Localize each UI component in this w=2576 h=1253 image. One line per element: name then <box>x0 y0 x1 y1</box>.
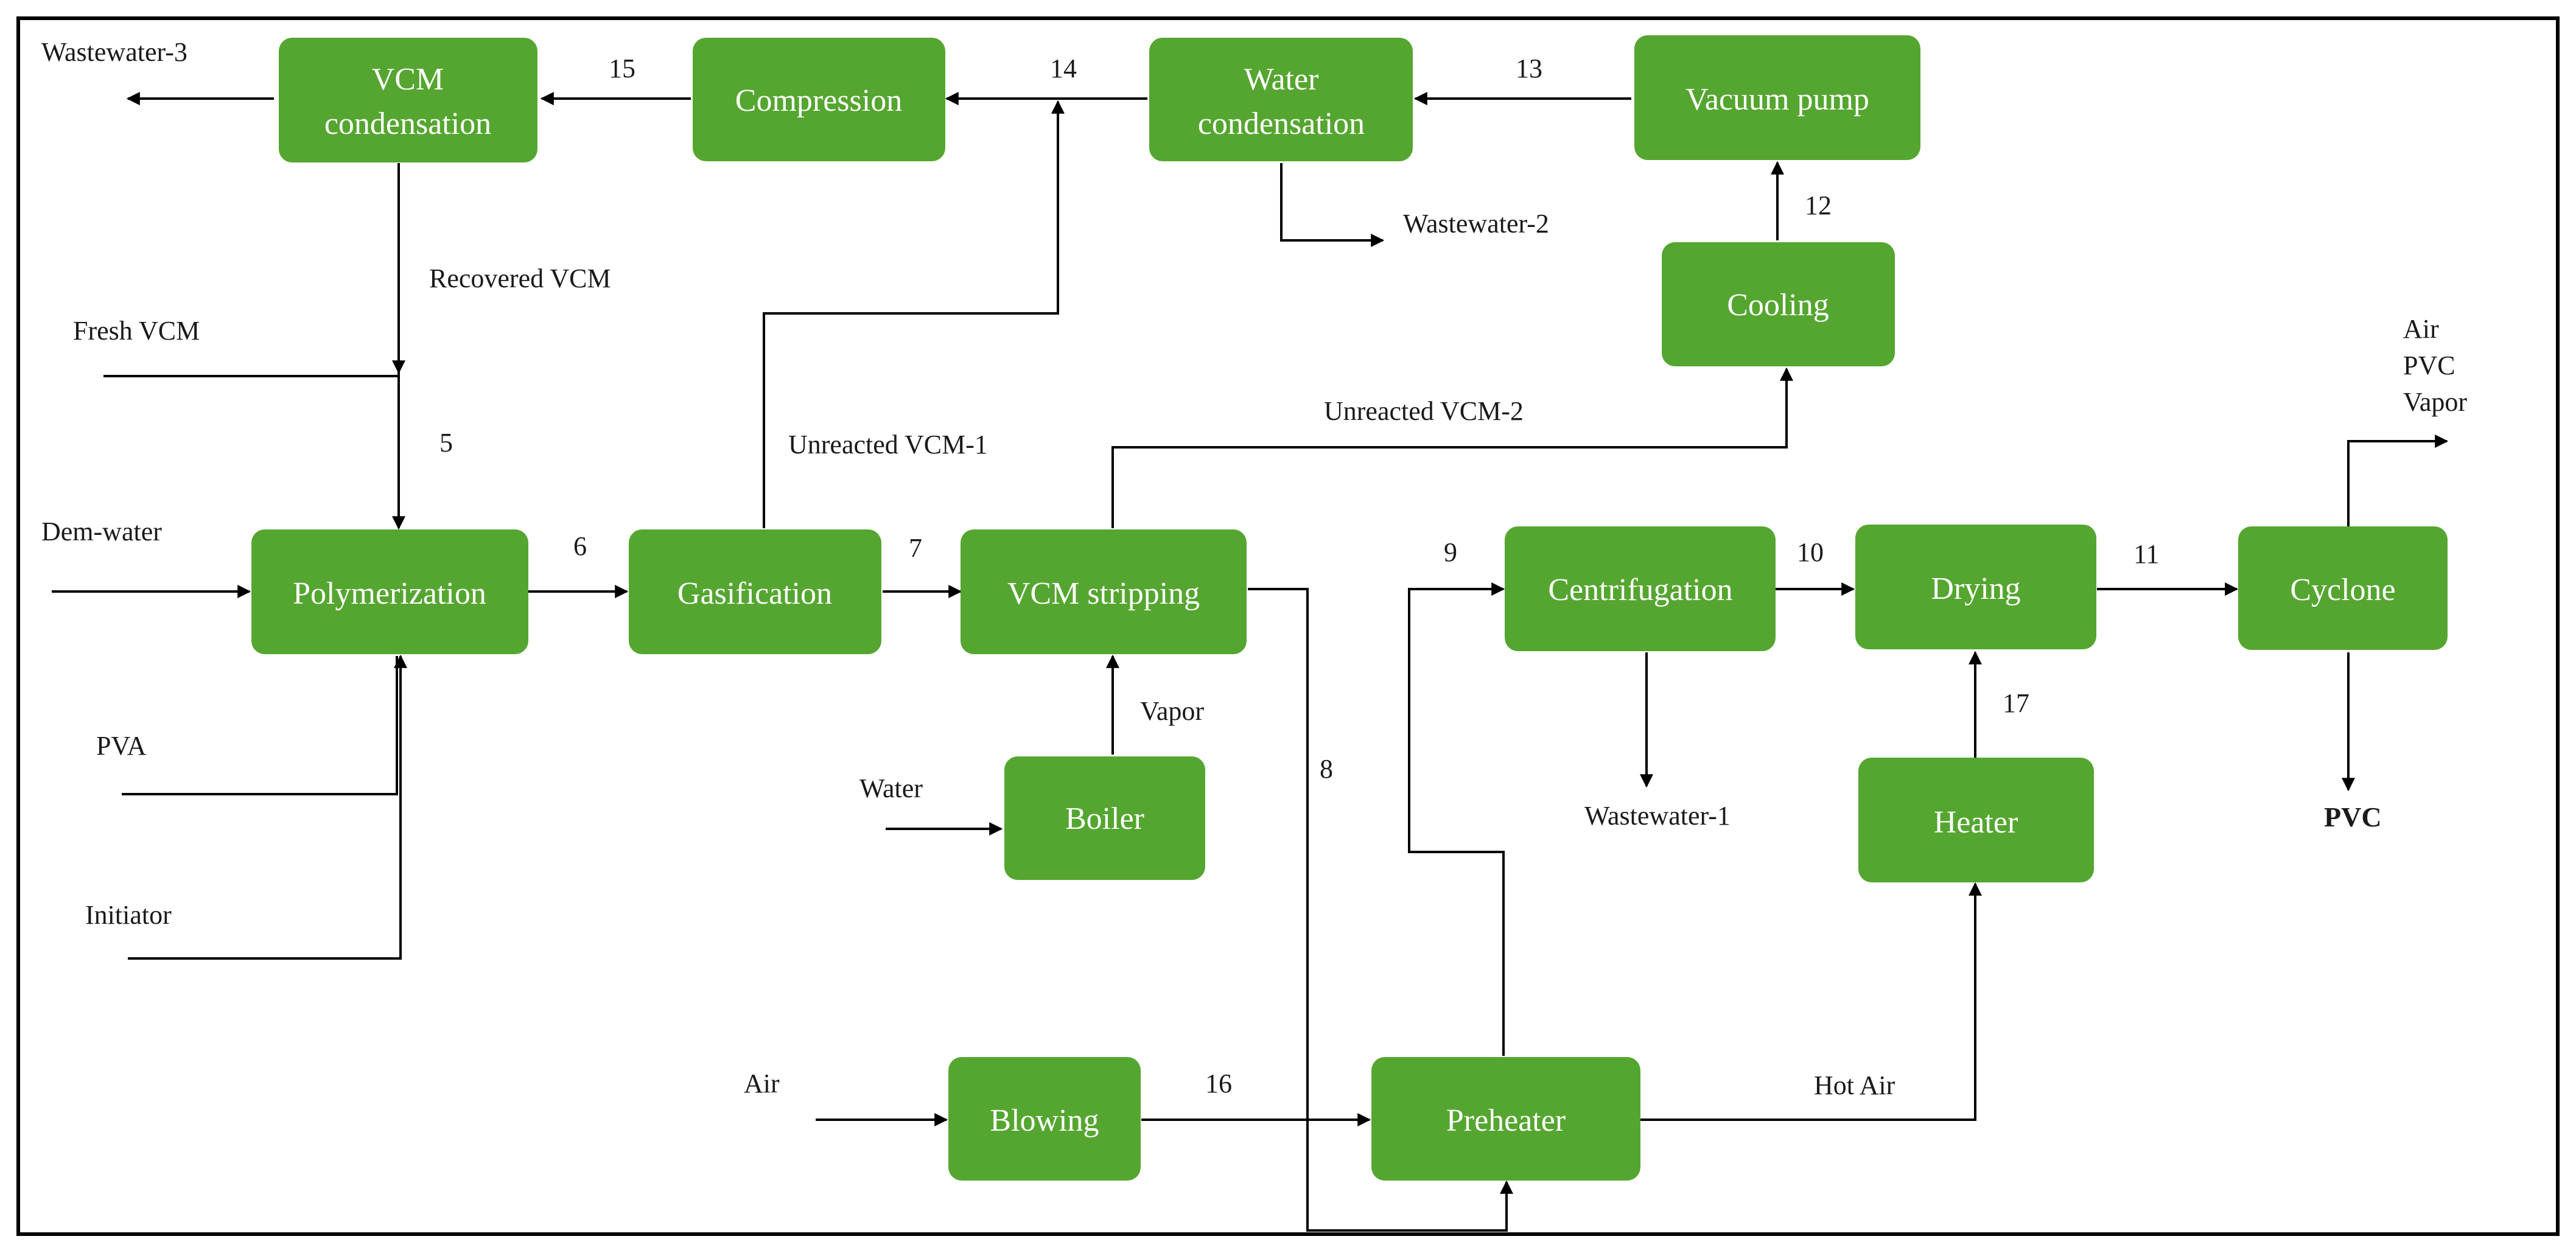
cyclone-gas-out-line <box>2347 435 2449 526</box>
unit-boiler: Boiler <box>1004 756 1205 880</box>
stream-number-17: 17 <box>2003 688 2029 718</box>
label-water: Water <box>859 773 923 803</box>
unit-label: Gasification <box>677 576 832 611</box>
connectors <box>52 92 2449 1232</box>
unit-label: Vacuum pump <box>1685 82 1869 117</box>
unit-heater: Heater <box>1858 758 2094 882</box>
stream-number-7: 7 <box>909 533 922 563</box>
unit-label: Polymerization <box>293 576 486 611</box>
stream-number-8: 8 <box>1320 754 1333 784</box>
pva-line <box>122 656 398 795</box>
stream-number-15: 15 <box>609 54 635 83</box>
unit-label: VCM stripping <box>1007 576 1200 611</box>
stream-number-10: 10 <box>1797 537 1824 567</box>
unit-label: VCM <box>372 62 444 97</box>
unit-label: condensation <box>324 106 491 141</box>
label-wastewater-3: Wastewater-3 <box>41 37 187 67</box>
unit-label: Cyclone <box>2290 573 2395 607</box>
stream-number-12: 12 <box>1805 190 1832 220</box>
label-initiator: Initiator <box>85 900 172 930</box>
unit-blowing: Blowing <box>948 1057 1141 1181</box>
label-cyclone-out-air: Air <box>2403 314 2439 344</box>
stream-labels: Wastewater-3 Recovered VCM Fresh VCM Dem… <box>41 37 2467 1100</box>
label-wastewater-2: Wastewater-2 <box>1403 209 1549 239</box>
unit-label: Blowing <box>990 1103 1099 1138</box>
label-cyclone-out-pvc: PVC <box>2403 351 2455 380</box>
unit-label: Drying <box>1931 571 2020 606</box>
unreacted-vcm-1-line <box>763 100 1065 528</box>
unit-centrifugation: Centrifugation <box>1505 526 1776 651</box>
unit-drying: Drying <box>1855 525 2096 649</box>
initiator-line <box>128 654 407 960</box>
stream-wastewater-2-line <box>1280 163 1385 247</box>
unreacted-vcm-2-line <box>1111 367 1793 528</box>
unit-water-condensation: Water condensation <box>1149 38 1413 161</box>
label-unreacted-vcm-1: Unreacted VCM-1 <box>788 430 988 459</box>
unit-label: Preheater <box>1446 1103 1566 1138</box>
label-vapor: Vapor <box>1140 696 1204 726</box>
process-units: VCM condensation Compression Water conde… <box>251 35 2448 1181</box>
label-cyclone-out-vapor: Vapor <box>2403 387 2467 417</box>
unit-cyclone: Cyclone <box>2238 526 2448 650</box>
stream-number-14: 14 <box>1050 54 1077 83</box>
stream-number-16: 16 <box>1205 1069 1232 1098</box>
label-recovered-vcm: Recovered VCM <box>429 264 611 293</box>
label-air-in: Air <box>744 1069 780 1098</box>
label-fresh-vcm: Fresh VCM <box>73 316 200 346</box>
stream-8-line <box>1248 588 1513 1232</box>
unit-preheater: Preheater <box>1371 1057 1640 1181</box>
label-dem-water: Dem-water <box>41 517 162 546</box>
unit-gasification: Gasification <box>629 529 881 654</box>
stream-number-6: 6 <box>573 531 587 561</box>
unit-compression: Compression <box>693 38 945 161</box>
label-pvc-product: PVC <box>2324 801 2382 832</box>
label-unreacted-vcm-2: Unreacted VCM-2 <box>1324 396 1524 426</box>
unit-vcm-condensation: VCM condensation <box>279 38 537 162</box>
unit-vacuum-pump: Vacuum pump <box>1634 35 1920 160</box>
stream-number-5: 5 <box>439 428 453 458</box>
stream-number-13: 13 <box>1516 54 1542 83</box>
diagram-frame <box>16 16 2560 1236</box>
unit-label: Cooling <box>1727 288 1829 323</box>
unit-cooling: Cooling <box>1662 242 1895 366</box>
stream-number-11: 11 <box>2133 539 2159 569</box>
unit-vcm-stripping: VCM stripping <box>961 529 1247 654</box>
label-hot-air: Hot Air <box>1814 1070 1895 1100</box>
unit-label: Compression <box>735 83 902 118</box>
unit-label: Heater <box>1934 805 2018 840</box>
unit-label: Water <box>1244 62 1319 97</box>
stream-number-9: 9 <box>1444 537 1457 567</box>
stream-numbers: 15 14 13 12 5 6 7 8 9 10 11 17 16 <box>439 54 2159 1098</box>
unit-label: Boiler <box>1065 801 1144 836</box>
label-pva: PVA <box>96 731 147 761</box>
unit-polymerization: Polymerization <box>251 529 528 654</box>
hot-air-line <box>1640 882 1982 1121</box>
stream-9-line <box>1408 582 1505 1056</box>
unit-label: condensation <box>1198 106 1365 141</box>
unit-label: Centrifugation <box>1548 573 1732 607</box>
label-wastewater-1: Wastewater-1 <box>1584 801 1731 831</box>
